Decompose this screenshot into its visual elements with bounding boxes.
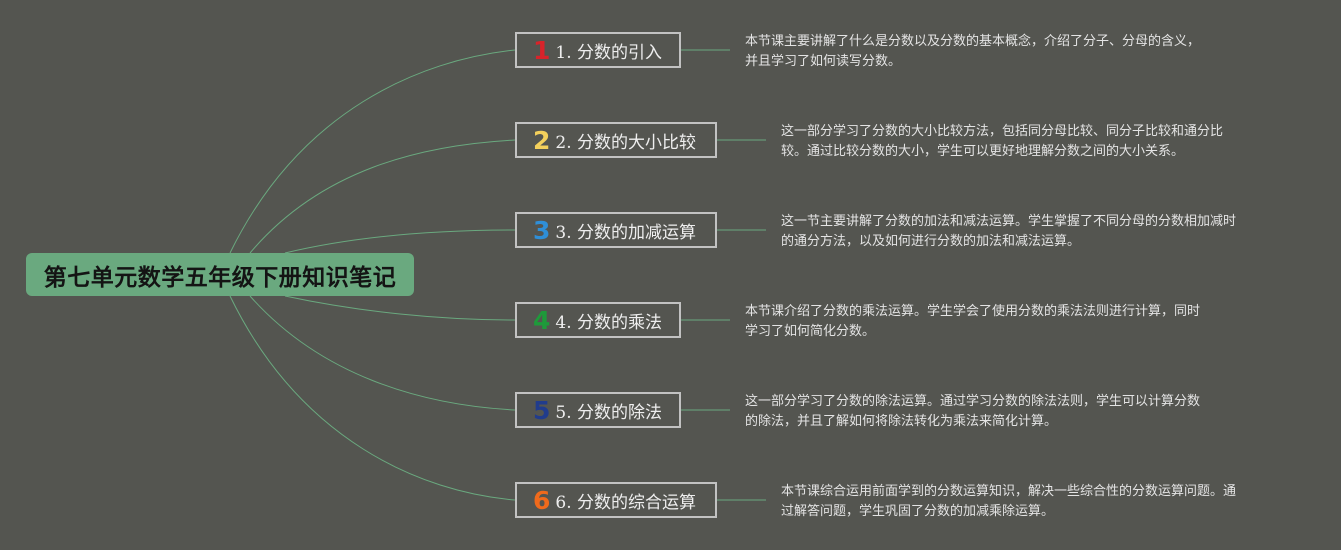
branch-topic-3[interactable]: 3 3. 分数的加减运算: [515, 212, 717, 248]
branch-topic-5[interactable]: 5 5. 分数的除法: [515, 392, 681, 428]
branch-label-1: 1. 分数的引入: [555, 42, 663, 63]
branch-label-2: 2. 分数的大小比较: [555, 132, 697, 153]
number-5-icon: 5: [533, 395, 551, 425]
number-4-icon: 4: [533, 305, 551, 335]
connector-branch-3: [284, 229, 516, 254]
branch-description-3: 这一节主要讲解了分数的加法和减法运算。学生掌握了不同分母的分数相加减时 的通分方…: [781, 212, 1236, 252]
branch-topic-2[interactable]: 2 2. 分数的大小比较: [515, 122, 717, 158]
branch-topic-1[interactable]: 1 1. 分数的引入: [515, 32, 681, 68]
branch-description-1-line-2: 并且学习了如何读写分数。: [745, 54, 902, 69]
branch-description-5-line-2: 的除法，并且了解如何将除法转化为乘法来简化计算。: [745, 414, 1058, 429]
branch-label-6: 6. 分数的综合运算: [555, 492, 697, 513]
branch-topic-4[interactable]: 4 4. 分数的乘法: [515, 302, 681, 338]
branch-description-1-line-1: 本节课主要讲解了什么是分数以及分数的基本概念，介绍了分子、分母的含义，: [745, 34, 1201, 49]
branch-description-4-line-2: 学习了如何简化分数。: [745, 324, 876, 339]
branch-description-2-line-1: 这一部分学习了分数的大小比较方法，包括同分母比较、同分子比较和通分比: [781, 124, 1224, 139]
branch-description-2-line-2: 较。通过比较分数的大小，学生可以更好地理解分数之间的大小关系。: [781, 144, 1185, 159]
connector-branch-1: [229, 49, 516, 254]
branch-description-3-line-1: 这一节主要讲解了分数的加法和减法运算。学生掌握了不同分母的分数相加减时: [781, 214, 1237, 229]
number-3-icon: 3: [533, 215, 551, 245]
branch-description-3-line-2: 的通分方法，以及如何进行分数的加法和减法运算。: [781, 234, 1081, 249]
root-topic[interactable]: 第七单元数学五年级下册知识笔记: [26, 253, 414, 296]
branch-label-3: 3. 分数的加减运算: [555, 222, 697, 243]
branch-description-6-line-2: 过解答问题，学生巩固了分数的加减乘除运算。: [781, 504, 1055, 519]
branch-description-1: 本节课主要讲解了什么是分数以及分数的基本概念，介绍了分子、分母的含义， 并且学习…: [745, 32, 1200, 72]
branch-description-6-line-1: 本节课综合运用前面学到的分数运算知识，解决一些综合性的分数运算问题。通: [781, 484, 1237, 499]
branch-topic-6[interactable]: 6 6. 分数的综合运算: [515, 482, 717, 518]
branch-description-2: 这一部分学习了分数的大小比较方法，包括同分母比较、同分子比较和通分比 较。通过比…: [781, 122, 1223, 162]
branch-description-5: 这一部分学习了分数的除法运算。通过学习分数的除法法则，学生可以计算分数 的除法，…: [745, 392, 1200, 432]
branch-description-4-line-1: 本节课介绍了分数的乘法运算。学生学会了使用分数的乘法法则进行计算，同时: [745, 304, 1201, 319]
branch-description-6: 本节课综合运用前面学到的分数运算知识，解决一些综合性的分数运算问题。通 过解答问…: [781, 482, 1236, 522]
root-title: 第七单元数学五年级下册知识笔记: [43, 264, 397, 291]
branch-description-5-line-1: 这一部分学习了分数的除法运算。通过学习分数的除法法则，学生可以计算分数: [745, 394, 1201, 409]
number-6-icon: 6: [533, 485, 551, 515]
connector-branch-5: [249, 295, 516, 411]
branch-description-4: 本节课介绍了分数的乘法运算。学生学会了使用分数的乘法法则进行计算，同时 学习了如…: [745, 302, 1200, 342]
connector-branch-4: [284, 295, 516, 321]
branch-label-4: 4. 分数的乘法: [555, 312, 663, 333]
branch-label-5: 5. 分数的除法: [555, 402, 663, 423]
connector-branch-6: [229, 295, 516, 501]
connector-branch-2: [249, 139, 516, 254]
number-1-icon: 1: [533, 35, 551, 65]
number-2-icon: 2: [533, 125, 551, 155]
